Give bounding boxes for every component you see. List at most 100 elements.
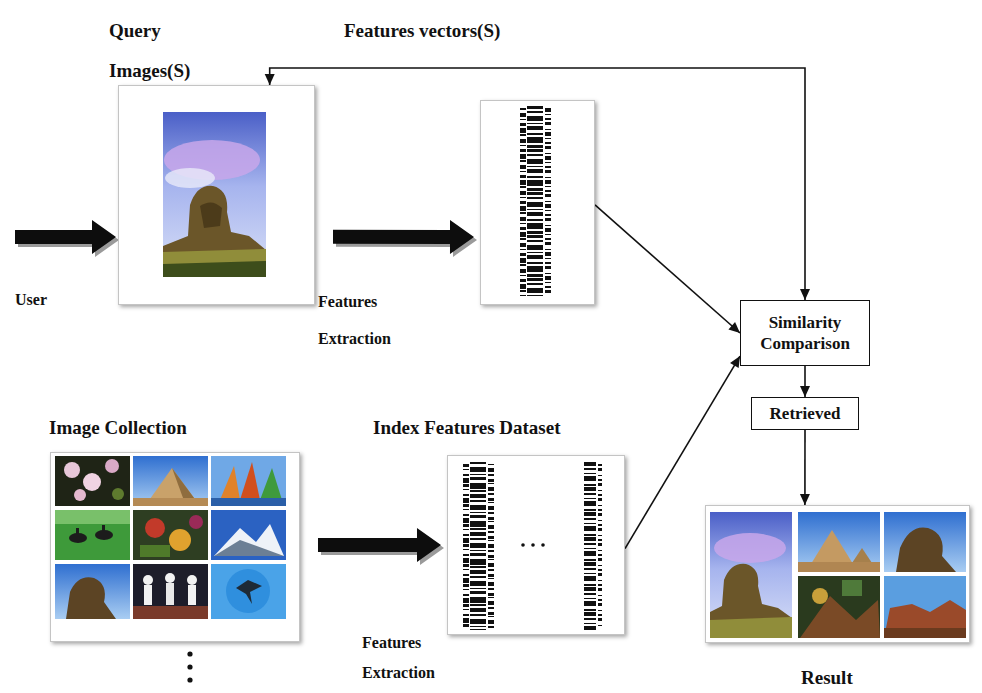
label-holder: User (15, 288, 75, 312)
query-photo-part (163, 261, 266, 277)
collection-photos-part (112, 488, 124, 500)
heading-holder: Index Features Dataset (373, 413, 693, 443)
result-photos-part (800, 596, 880, 638)
box-heading: Features vectors(S) (344, 11, 644, 51)
flow-line (804, 430, 806, 505)
image-collection-box: Image Collection (50, 452, 300, 642)
collection-photos-part (211, 498, 286, 506)
query-photo (163, 112, 266, 277)
index-barcodes-part (463, 464, 469, 628)
collection-photos-part (66, 577, 116, 619)
result-photos-part (710, 617, 792, 638)
index-barcodes-part (521, 543, 525, 547)
collection-photos-part (55, 510, 130, 524)
collection-photos (55, 456, 286, 619)
collection-photos-part (214, 540, 284, 556)
arrow-head (730, 356, 740, 368)
flow-arrow (265, 68, 810, 300)
index-barcodes-part (531, 543, 535, 547)
process-box: Retrieved (751, 397, 859, 430)
result-photos-part (884, 576, 966, 638)
collection-photos-part (187, 575, 197, 585)
collection-photos-part (133, 498, 208, 506)
user-arrow (15, 220, 119, 257)
box-heading: Result (801, 666, 881, 690)
collection-photos-part (143, 575, 153, 585)
feature-barcode (523, 106, 548, 298)
heading-holder: Features vectors(S) (344, 11, 644, 51)
flow-arrow (800, 366, 810, 397)
box-text: Similarity Comparison (747, 312, 863, 354)
result-photos-part (710, 512, 792, 638)
annotation-label: Features Extraction (318, 283, 413, 357)
query-photo-part (163, 112, 266, 277)
collection-photos-part (105, 459, 119, 473)
result-photos-part (884, 628, 966, 638)
query-photo-part (163, 249, 266, 277)
flow-line (625, 356, 740, 548)
collection-photos-part (145, 518, 165, 538)
collection-photos-part (55, 456, 130, 506)
query-photo-part (165, 168, 215, 188)
process-box: Similarity Comparison (740, 300, 870, 366)
arrow-head (800, 289, 810, 300)
collection-photos-part (133, 456, 208, 506)
block-arrow (333, 220, 477, 257)
collection-photos-part (76, 528, 79, 536)
collection-photos-part (220, 466, 240, 500)
feature-vector-box: Features vectors(S) (480, 100, 595, 305)
index-barcodes-part (598, 464, 602, 628)
arrow-head (800, 386, 810, 397)
arrow-head (800, 494, 810, 505)
box-heading: Query Images(S) (109, 11, 209, 91)
collection-photos-part (189, 515, 203, 529)
collection-photos-part (133, 510, 208, 560)
annotation-label: User (15, 288, 75, 312)
query-photo-part (200, 202, 222, 228)
collection-photos-part (102, 525, 105, 533)
collection-photos-part (55, 510, 130, 560)
flow-arrow (595, 205, 740, 333)
result-photos-part (812, 588, 828, 604)
feature-barcode-part (545, 108, 551, 296)
collection-photos-part (188, 585, 196, 605)
collection-photos-part (133, 606, 208, 619)
result-photos-part (884, 512, 966, 572)
block-arrow (318, 528, 444, 565)
collection-photos-part (211, 510, 286, 560)
flow-arrow (800, 430, 810, 505)
flow-arrow (625, 356, 740, 548)
box-heading: Index Features Dataset (373, 413, 693, 443)
result-photos-part (714, 533, 786, 563)
arrow-head (265, 74, 275, 85)
arrow-head (728, 322, 740, 333)
collection-photos-part (133, 564, 208, 619)
collection-photos-part (260, 468, 282, 500)
feature-barcode-part (520, 108, 526, 296)
continuation-dots-part (187, 677, 192, 682)
collection-photos-part (74, 489, 86, 501)
box-text: Retrieved (770, 403, 841, 424)
collection-photos-part (211, 564, 286, 619)
index-barcodes-part (470, 462, 486, 630)
annotation-label: Features Extraction (362, 628, 457, 688)
heading-holder: Image Collection (49, 413, 309, 443)
collection-photos-part (140, 545, 170, 557)
heading-holder: Query Images(S) (109, 11, 209, 91)
continuation-dots-part (187, 651, 192, 656)
collection-photos-part (240, 462, 260, 500)
collection-photos-part (83, 473, 101, 491)
index-barcodes-part (541, 543, 545, 547)
collection-photos-part (236, 580, 262, 604)
result-photos-part (896, 527, 956, 572)
collection-photos-part (166, 583, 174, 605)
result-photos-part (798, 512, 880, 572)
user-arrow-part (15, 220, 116, 254)
heading-holder: Result (801, 666, 881, 690)
block-arrow-body (333, 220, 474, 254)
index-features-box: Index Features Dataset (447, 455, 625, 635)
query-image-box: Query Images(S) (118, 85, 315, 305)
collection-photos-part (211, 456, 286, 506)
